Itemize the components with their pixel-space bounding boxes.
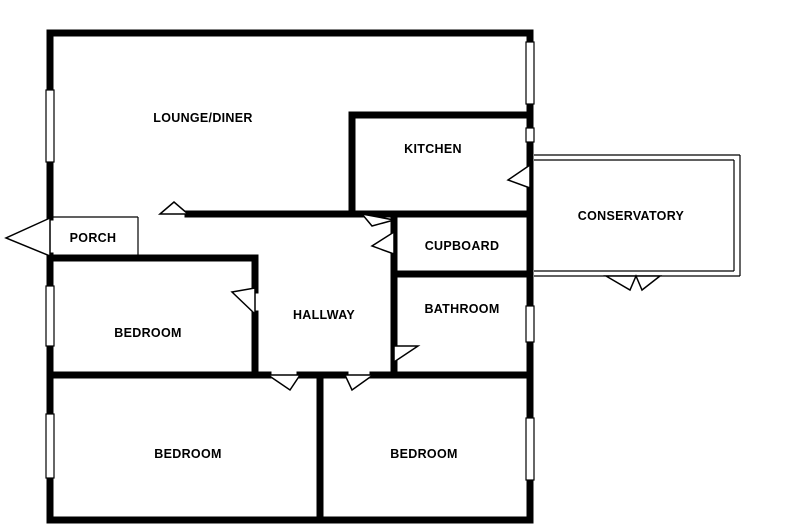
window-bathroom-right bbox=[525, 305, 535, 343]
door-bedroom2 bbox=[265, 374, 302, 392]
door-kitchen-hall bbox=[360, 212, 395, 227]
door-porch-front bbox=[4, 216, 51, 258]
interior-walls bbox=[46, 111, 534, 524]
door-kitchen-conservatory bbox=[506, 163, 531, 190]
window-lounge-left bbox=[45, 89, 55, 163]
door-cupboard bbox=[370, 230, 395, 256]
label-bedroom-3: BEDROOM bbox=[390, 447, 457, 461]
label-bathroom: BATHROOM bbox=[424, 302, 499, 316]
label-conservatory: CONSERVATORY bbox=[578, 209, 685, 223]
label-porch: PORCH bbox=[70, 231, 117, 245]
door-bathroom bbox=[393, 345, 421, 364]
door-bedroom3 bbox=[343, 374, 376, 392]
label-hallway: HALLWAY bbox=[293, 308, 355, 322]
label-bedroom-2: BEDROOM bbox=[154, 447, 221, 461]
room-labels: LOUNGE/DINER KITCHEN CONSERVATORY PORCH … bbox=[70, 111, 685, 461]
label-lounge-diner: LOUNGE/DINER bbox=[153, 111, 252, 125]
door-conservatory-french bbox=[603, 274, 663, 292]
window-lounge-right bbox=[525, 41, 535, 105]
window-kitchen-right bbox=[525, 127, 535, 143]
window-bedroom2-left bbox=[45, 413, 55, 479]
label-cupboard: CUPBOARD bbox=[425, 239, 500, 253]
window-bedroom1-left bbox=[45, 285, 55, 347]
porch-walls bbox=[50, 216, 139, 257]
door-lounge bbox=[157, 201, 191, 215]
label-bedroom-1: BEDROOM bbox=[114, 326, 181, 340]
door-bedroom1 bbox=[230, 287, 256, 316]
window-bedroom3-right bbox=[525, 417, 535, 481]
windows bbox=[45, 41, 535, 481]
label-kitchen: KITCHEN bbox=[404, 142, 462, 156]
conservatory-outline bbox=[534, 154, 741, 277]
doors bbox=[4, 163, 663, 392]
